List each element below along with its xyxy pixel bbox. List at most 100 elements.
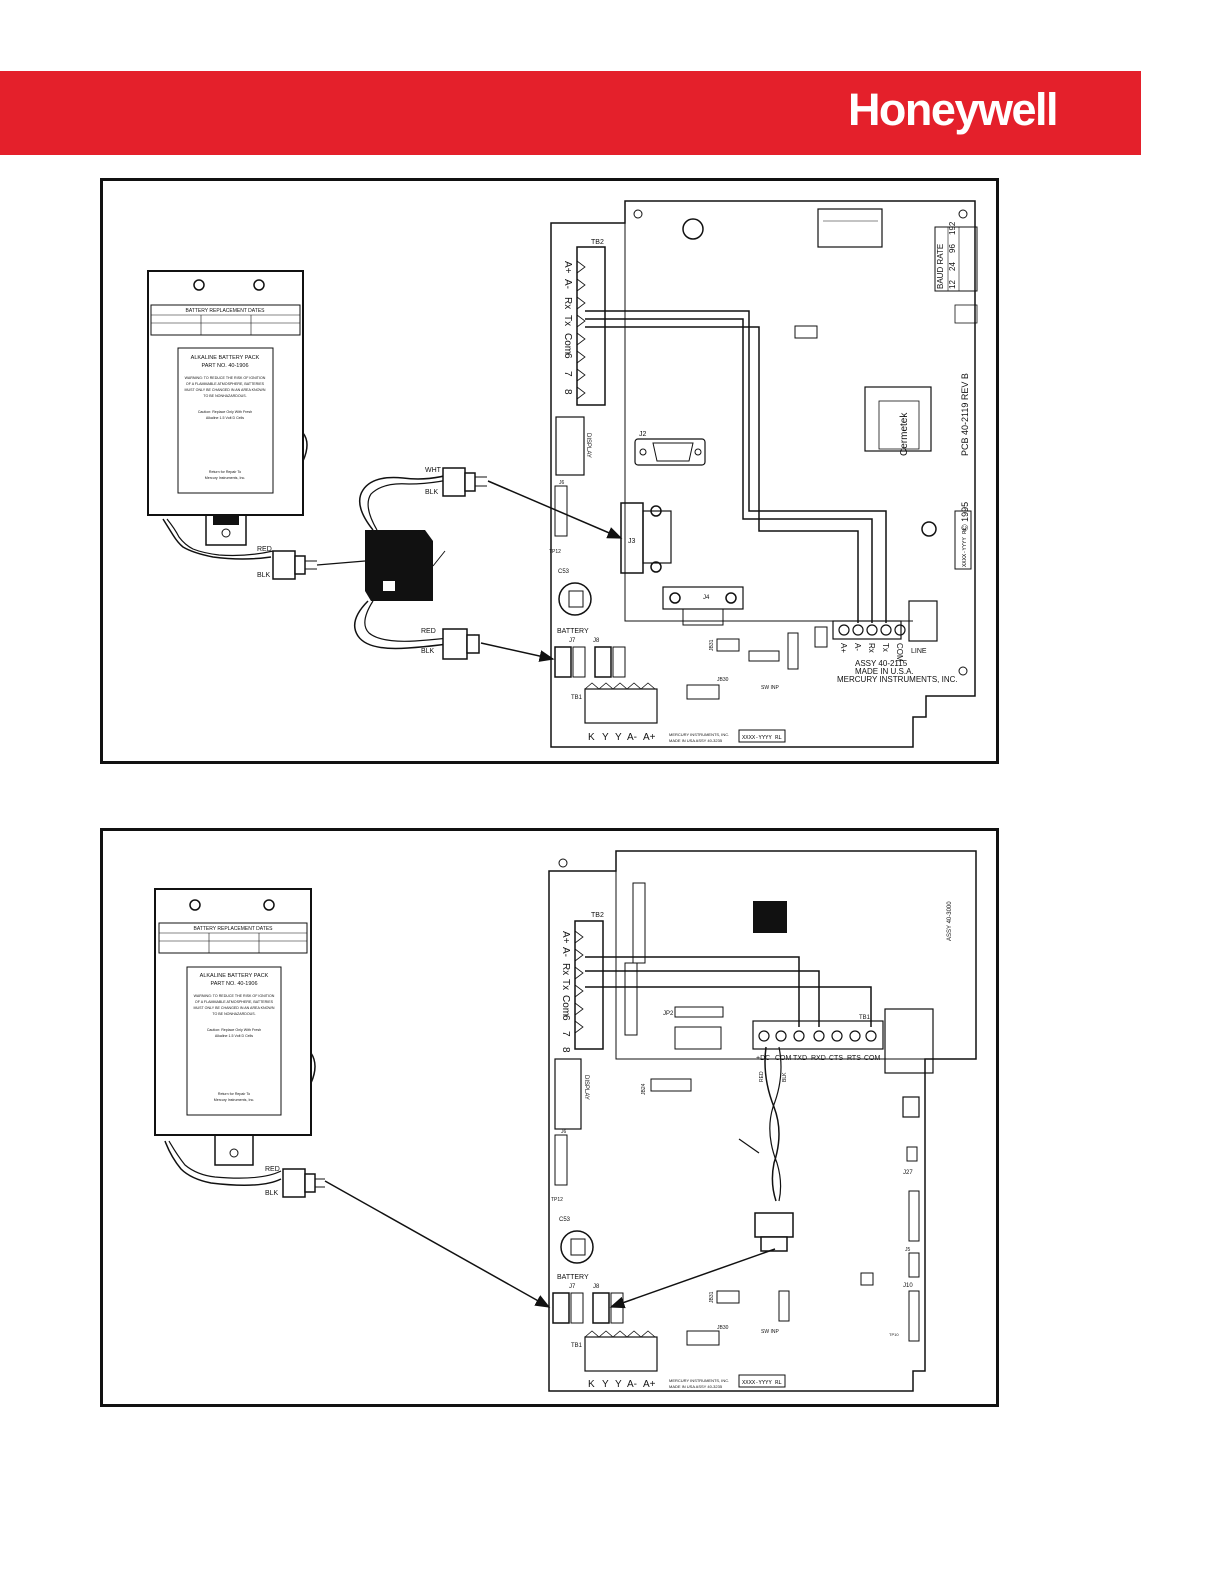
assy-label: ASSY 40-2115 bbox=[855, 659, 908, 668]
j10-label: J10 bbox=[903, 1283, 913, 1289]
wire-label-red-2: RED bbox=[421, 628, 436, 635]
main-board-2: ASSY 40-3000 TB2 A+ A- Rx Tx Com 6 7 8 J… bbox=[548, 850, 977, 1392]
battery-label-line: Alkaline 1.5 Volt D Cells bbox=[215, 1034, 253, 1038]
tb2-label: TB2 bbox=[591, 239, 604, 246]
tb1-terminal-b: K bbox=[588, 1379, 595, 1390]
jb31-label-2: JB31 bbox=[709, 1291, 715, 1303]
tb2-terminal: Rx bbox=[560, 963, 571, 975]
j6-label-2: J6 bbox=[561, 1129, 567, 1135]
battery-label-line: MUST ONLY BE CHANGED IN AN AREA KNOWN bbox=[194, 1006, 275, 1010]
tb2-terminal: A+ bbox=[560, 931, 571, 944]
tb1-terminal-b: Y bbox=[615, 1379, 622, 1390]
modem-terminal: A+ bbox=[839, 643, 848, 653]
wire-label-black: BLK bbox=[257, 572, 271, 579]
tb2-terminal: Tx bbox=[562, 315, 573, 326]
wire-label-red-c: RED bbox=[759, 1071, 765, 1082]
tb2-terminals: A+ A- Rx Tx Com 6 7 8 bbox=[562, 261, 573, 395]
battery-connector-2 bbox=[282, 1168, 325, 1198]
tb1-terminal-2: COM bbox=[864, 1055, 881, 1062]
battery-label-line: MUST ONLY BE CHANGED IN AN AREA KNOWN bbox=[185, 388, 266, 392]
baud-value: 24 bbox=[948, 262, 957, 271]
battery-label-line: WARNING: TO REDUCE THE RISK OF IGNITION bbox=[194, 994, 275, 998]
battery-board-label-2: BATTERY bbox=[557, 1274, 589, 1281]
battery-label-line: TO BE NONHAZARDOUS. bbox=[203, 394, 246, 398]
tb1-label: TB1 bbox=[571, 695, 583, 701]
tb2-terminal: Rx bbox=[562, 297, 573, 309]
tb2-terminal: 7 bbox=[560, 1031, 571, 1037]
tb1-label-2: TB1 bbox=[859, 1015, 871, 1021]
tb2-terminal: 7 bbox=[562, 371, 573, 377]
arrow-to-battery bbox=[480, 642, 555, 662]
battery-label-line: TO BE NONHAZARDOUS. bbox=[212, 1012, 255, 1016]
tb2-terminals-2: A+ A- Rx Tx Com 6 7 8 bbox=[560, 931, 571, 1053]
tb1-terminal: A+ bbox=[643, 732, 656, 743]
replacement-dates-title: BATTERY REPLACEMENT DATES bbox=[185, 308, 265, 314]
footer-assy: MADE IN USA ASSY 40-3235 bbox=[669, 738, 723, 743]
made-in-label: MADE IN U.S.A. bbox=[855, 667, 914, 676]
battery-label-line: Return for Repair To bbox=[218, 1092, 250, 1096]
battery-label-line: Caution: Replace Only With Fresh bbox=[198, 410, 252, 414]
modem-terminal: COM bbox=[895, 643, 904, 662]
j2-label: J2 bbox=[639, 431, 647, 438]
j27-label: J27 bbox=[903, 1170, 913, 1176]
j8-label-2: J8 bbox=[593, 1284, 600, 1290]
battery-label-line: Caution: Replace Only With Fresh bbox=[207, 1028, 261, 1032]
tb2-terminal: Com bbox=[562, 333, 573, 354]
tb2-terminal: 6 bbox=[562, 353, 573, 359]
replacement-dates-title-2: BATTERY REPLACEMENT DATES bbox=[193, 926, 273, 932]
jb31-label: JB31 bbox=[709, 639, 715, 651]
tb1-terminal-b: A+ bbox=[643, 1379, 656, 1390]
wiring-diagram-top: BATTERY REPLACEMENT DATES ALKALINE BATTE… bbox=[100, 178, 999, 764]
j7-label-2: J7 bbox=[569, 1284, 576, 1290]
battery-pack-2: BATTERY REPLACEMENT DATES ALKALINE BATTE… bbox=[154, 888, 316, 1166]
battery-label-line: WARNING: TO REDUCE THE RISK OF IGNITION bbox=[185, 376, 266, 380]
tb1-terminal-2: CTS bbox=[829, 1055, 843, 1062]
footer-assy-2: MADE IN USA ASSY 40-3235 bbox=[669, 1384, 723, 1389]
tb1-terminal: Y bbox=[602, 732, 609, 743]
pcb-label: PCB 40-2119 REV B bbox=[960, 373, 970, 456]
wire-label-white: WHT bbox=[425, 467, 442, 474]
modem-terminal-screws bbox=[838, 624, 906, 636]
arrow-to-battery-2 bbox=[324, 1180, 551, 1308]
board-code: XXXX-YYYY RL bbox=[742, 735, 782, 741]
wiring-diagram-bottom: BATTERY REPLACEMENT DATES ALKALINE BATTE… bbox=[100, 828, 999, 1407]
board-code-3: XXXX-YYYY RL bbox=[742, 1380, 782, 1386]
modem-terminal: A- bbox=[853, 643, 862, 651]
tb2-terminal: A+ bbox=[562, 261, 573, 274]
wire-label-black-c: BLK bbox=[782, 1072, 788, 1082]
tb1-terminal: A- bbox=[627, 732, 637, 743]
footer-maker-2: MERCURY INSTRUMENTS, INC. bbox=[669, 1378, 729, 1383]
cermetek-label: Cermetek bbox=[899, 412, 910, 456]
modem-terminal: Rx bbox=[867, 643, 876, 653]
tb1-terminal-b: A- bbox=[627, 1379, 637, 1390]
tb1-screws-2 bbox=[758, 1030, 877, 1042]
battery-pack: BATTERY REPLACEMENT DATES ALKALINE BATTE… bbox=[147, 270, 308, 546]
j3-label: J3 bbox=[628, 538, 636, 545]
wire-label-red-b: RED bbox=[265, 1166, 280, 1173]
tb2-terminal: 6 bbox=[560, 1015, 571, 1021]
tb1-terminal-2: TXD bbox=[793, 1055, 807, 1062]
baud-rate-label: BAUD RATE bbox=[936, 244, 945, 289]
jb30-label: JB30 bbox=[717, 677, 729, 683]
j5-label: J5 bbox=[905, 1247, 911, 1253]
line-label: LINE bbox=[911, 648, 927, 655]
j4-label: J4 bbox=[703, 595, 710, 601]
honeywell-logo: Honeywell bbox=[847, 84, 1059, 135]
tb1-terminal-2: COM bbox=[775, 1055, 792, 1062]
modem-terminal: Tx bbox=[881, 643, 890, 652]
battery-label-line: OF A FLAMMABLE ATMOSPHERE, BATTERIES bbox=[195, 1000, 274, 1004]
j6-label: J6 bbox=[559, 480, 565, 486]
battery-label-title-2: ALKALINE BATTERY PACK bbox=[200, 973, 269, 979]
arrow-to-j8 bbox=[609, 1248, 776, 1309]
jp2-label: JP2 bbox=[663, 1011, 674, 1017]
wire-label-black-3: BLK bbox=[421, 648, 435, 655]
battery-part-number: PART NO. 40-1906 bbox=[201, 363, 248, 369]
battery-board-label: BATTERY bbox=[557, 628, 589, 635]
maker-label: MERCURY INSTRUMENTS, INC. bbox=[837, 675, 958, 684]
baud-value: 192 bbox=[948, 221, 957, 235]
battery-label-title: ALKALINE BATTERY PACK bbox=[191, 355, 260, 361]
baud-value: 96 bbox=[948, 244, 957, 253]
tb2-terminal: Tx bbox=[560, 979, 571, 990]
display-label-2: DISPLAY bbox=[583, 1075, 589, 1100]
tb1-terminal: K bbox=[588, 732, 595, 743]
